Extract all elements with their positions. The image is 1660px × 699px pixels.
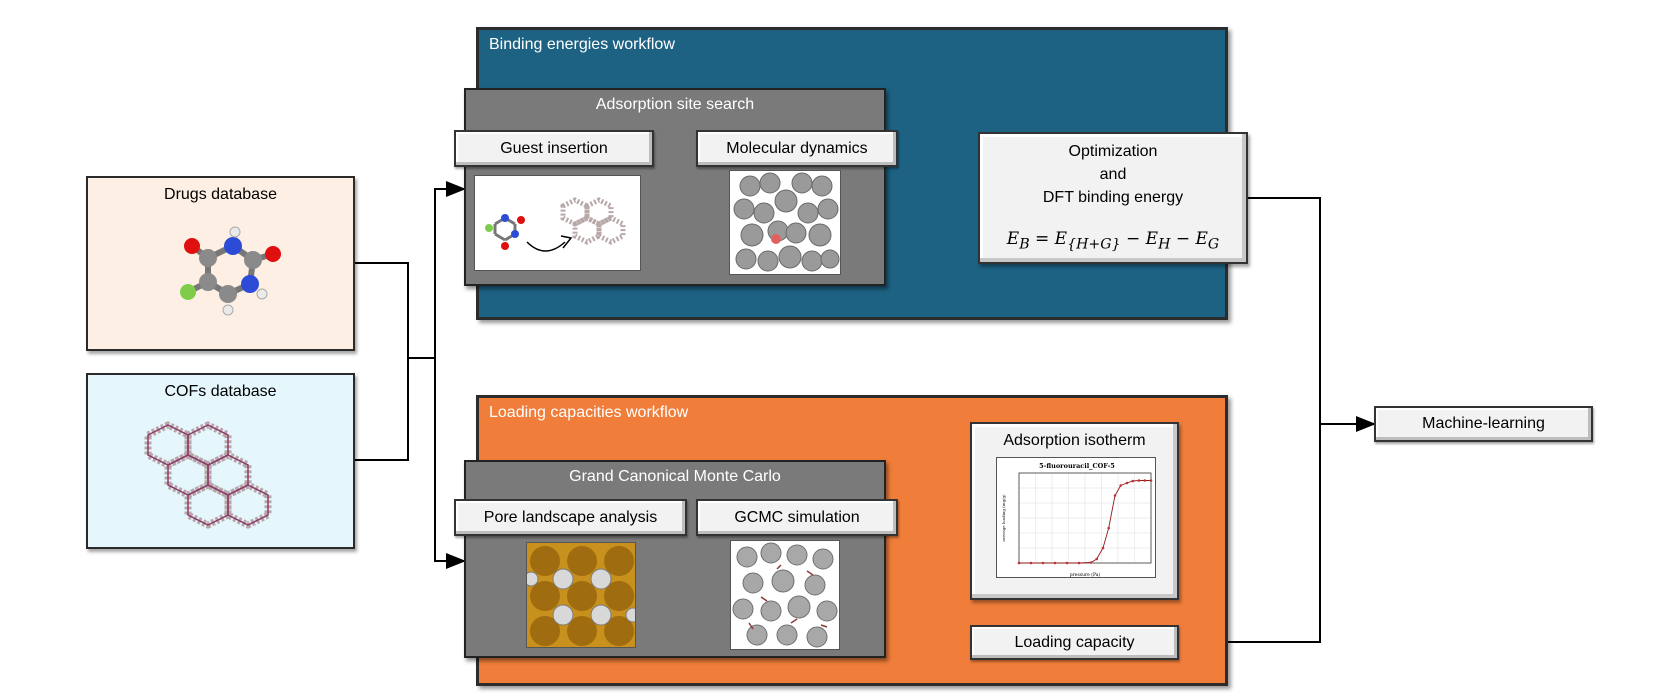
to-loading-arrow: [434, 358, 466, 569]
isotherm-point: [1125, 481, 1129, 485]
isotherm-point: [1113, 494, 1117, 497]
binding-energy-equation: EB = E{H+G} − EH − EG: [1006, 229, 1220, 253]
isotherm-point: [1143, 479, 1147, 482]
isotherm-point: [1053, 561, 1057, 565]
isotherm-point: [1077, 561, 1081, 565]
plot-grid: [1019, 473, 1151, 563]
optimization-card: Optimization and DFT binding energy EB =…: [978, 132, 1248, 264]
pore-landscape-image: [526, 542, 636, 648]
optimization-label: Optimization: [1068, 143, 1158, 160]
isotherm-title: Adsorption isotherm: [1003, 432, 1146, 449]
and-label: and: [1099, 166, 1127, 183]
isotherm-point: [1107, 526, 1111, 530]
drug-molecule-image: [180, 226, 281, 316]
isotherm-point: [1041, 561, 1045, 565]
molecular-dynamics-step: Molecular dynamics: [696, 130, 898, 167]
guest-insertion-step: Guest insertion: [454, 130, 654, 167]
opt-to-ml-connector: [1248, 197, 1321, 424]
isotherm-plot: 5-fluorouracil_COF-5 pressure (Pa) avera…: [996, 457, 1156, 578]
isotherm-point: [1065, 561, 1069, 565]
isotherm-point: [1095, 557, 1099, 561]
cofs-database-box: COFs database: [86, 373, 355, 549]
plot-ylabel: average loading (mg/g): [1001, 494, 1006, 542]
isotherm-series: [1017, 479, 1153, 565]
gcmc-title: Grand Canonical Monte Carlo: [569, 468, 781, 485]
gcmc-simulation-step: GCMC simulation: [696, 499, 898, 536]
loading-workflow-title: Loading capacities workflow: [489, 404, 689, 421]
to-binding-arrow: [434, 181, 466, 358]
loading-capacity-step: Loading capacity: [970, 625, 1179, 660]
drugs-connector: [353, 262, 409, 358]
gcmc-simulation-image: [730, 540, 840, 650]
plot-title: 5-fluorouracil_COF-5: [1039, 462, 1115, 470]
isotherm-point: [1131, 479, 1135, 483]
cofs-database-title: COFs database: [164, 383, 277, 400]
site-search-title: Adsorption site search: [595, 96, 755, 113]
isotherm-point: [1017, 561, 1021, 565]
isotherm-point: [1119, 484, 1123, 487]
plot-xlabel: pressure (Pa): [1070, 571, 1101, 578]
adsorption-isotherm-card: Adsorption isotherm 5-fluorouracil_COF-5…: [970, 422, 1179, 600]
isotherm-point: [1149, 479, 1153, 482]
isotherm-point: [1089, 561, 1093, 564]
molecular-dynamics-image: [729, 170, 841, 275]
drugs-database-box: Drugs database: [86, 176, 355, 351]
pore-landscape-step: Pore landscape analysis: [454, 499, 687, 536]
machine-learning-box: Machine-learning: [1374, 406, 1593, 442]
isotherm-point: [1137, 479, 1141, 482]
isotherm-point: [1101, 546, 1105, 550]
cof-structure-image: [144, 421, 272, 529]
binding-workflow-title: Binding energies workflow: [489, 36, 675, 53]
dft-binding-energy-label: DFT binding energy: [1042, 189, 1184, 206]
guest-insertion-image: [474, 175, 641, 271]
cofs-connector: [353, 358, 409, 461]
drugs-database-title: Drugs database: [164, 186, 277, 203]
isotherm-point: [1029, 561, 1033, 565]
